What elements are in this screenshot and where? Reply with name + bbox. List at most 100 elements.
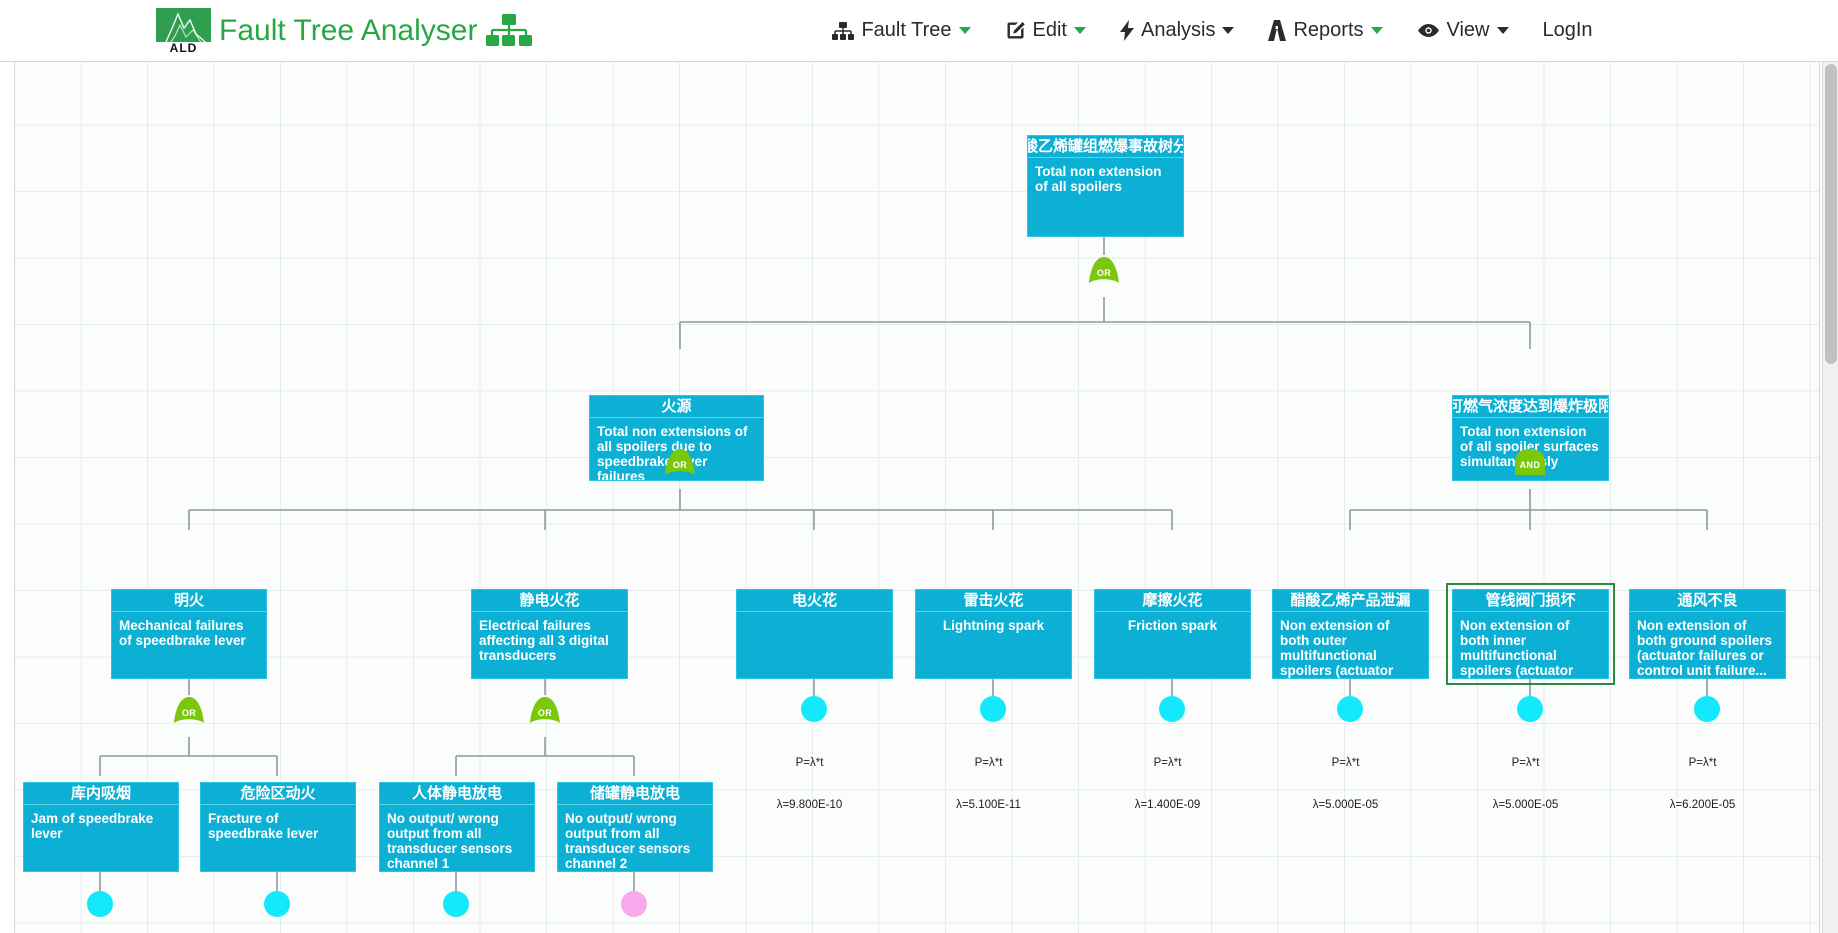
chevron-down-icon [1073, 27, 1086, 34]
basic-event-label: P=λ*T λ=2.000E-08 T=1000h [555, 923, 712, 933]
gate-or-l2-left[interactable]: OR [663, 447, 697, 477]
basic-event-label: P=λ*t λ=6.200E-05 [1669, 757, 1736, 811]
ald-logo-icon: ALD [156, 7, 211, 54]
node-l3-8[interactable]: 通风不良 Non extension of both ground spoile… [1629, 589, 1786, 679]
main-menu: Fault Tree Edit Analysis [832, 19, 1593, 42]
basic-event-label: P=λ*t λ=1.400E-09 [1134, 757, 1201, 811]
basic-event-label: P=λ*t λ=5.000E-05 [1312, 757, 1379, 811]
top-navbar: ALD Fault Tree Analyser [0, 0, 1838, 62]
node-top[interactable]: 醋酸乙烯罐组燃爆事故树分析 Total non extension of all… [1027, 135, 1184, 237]
node-body: Non extension of both ground spoilers (a… [1637, 618, 1772, 678]
menu-analysis-label: Analysis [1140, 19, 1216, 41]
basic-event-l4-2[interactable] [264, 891, 290, 917]
node-body: Total non extension of all spoilers [1035, 164, 1162, 194]
node-title: 人体静电放电 [380, 783, 534, 805]
node-body: No output/ wrong output from all transdu… [387, 811, 513, 871]
gate-label: OR [1096, 267, 1112, 278]
node-title: 明火 [112, 590, 266, 612]
eye-icon [1417, 23, 1440, 38]
sitemap-icon [832, 21, 855, 40]
node-title: 储罐静电放电 [558, 783, 712, 805]
node-body: No output/ wrong output from all transdu… [565, 811, 691, 871]
node-title: 摩擦火花 [1095, 590, 1250, 612]
node-title: 静电火花 [472, 590, 627, 612]
node-body: Non extension of both outer multifunctio… [1280, 618, 1394, 678]
node-l4-3[interactable]: 人体静电放电 No output/ wrong output from all … [379, 782, 535, 872]
node-title: 可燃气浓度达到爆炸极限 [1453, 396, 1608, 418]
gate-label: AND [1519, 459, 1541, 470]
node-l4-2[interactable]: 危险区动火 Fracture of speedbrake lever [200, 782, 356, 872]
node-body: Friction spark [1127, 618, 1218, 633]
node-l3-1[interactable]: 明火 Mechanical failures of speedbrake lev… [111, 589, 267, 679]
node-body: Electrical failures affecting all 3 digi… [479, 618, 609, 663]
basic-event-label: P=λ*t λ=1.500E-09 [198, 923, 355, 933]
gate-or-top[interactable]: OR [1087, 255, 1121, 285]
basic-event-l4-1[interactable] [87, 891, 113, 917]
node-title: 醋酸乙烯产品泄漏 [1273, 590, 1428, 612]
node-body [737, 612, 892, 678]
basic-event-label: P=λ*t λ=2.000E-08 [377, 923, 534, 933]
menu-reports[interactable]: Reports [1268, 19, 1383, 42]
basic-event-label: P=λ*t λ=1.200E-09 [21, 923, 178, 933]
node-title: 雷击火花 [916, 590, 1071, 612]
node-body: Mechanical failures of speedbrake lever [119, 618, 246, 648]
basic-event-l3-8[interactable] [1694, 696, 1720, 722]
menu-login[interactable]: LogIn [1543, 19, 1593, 42]
lightning-bolt-icon [1119, 20, 1134, 41]
menu-edit[interactable]: Edit [1005, 19, 1086, 42]
scrollbar-thumb[interactable] [1825, 64, 1837, 364]
basic-event-l3-6[interactable] [1337, 696, 1363, 722]
node-l3-7[interactable]: 管线阀门损坏 Non extension of both inner multi… [1446, 583, 1615, 685]
node-title: 库内吸烟 [24, 783, 178, 805]
basic-event-l4-4[interactable] [621, 891, 647, 917]
tree-structure-icon [486, 13, 533, 48]
edit-pencil-icon [1005, 20, 1026, 41]
menu-fault-tree-label: Fault Tree [861, 19, 952, 41]
gate-or-l3-1[interactable]: OR [172, 695, 206, 725]
gate-label: OR [181, 707, 197, 718]
fault-tree-canvas[interactable]: 醋酸乙烯罐组燃爆事故树分析 Total non extension of all… [0, 62, 1838, 933]
node-l4-1[interactable]: 库内吸烟 Jam of speedbrake lever [23, 782, 179, 872]
node-body: Lightning spark [942, 618, 1045, 633]
node-title: 醋酸乙烯罐组燃爆事故树分析 [1028, 136, 1183, 158]
node-title: 火源 [590, 396, 763, 418]
node-l4-4[interactable]: 储罐静电放电 No output/ wrong output from all … [557, 782, 713, 872]
gate-label: OR [672, 459, 688, 470]
brand-title: Fault Tree Analyser [219, 13, 478, 47]
node-body: Jam of speedbrake lever [31, 811, 154, 841]
menu-view[interactable]: View [1417, 19, 1509, 42]
report-road-icon [1268, 20, 1287, 41]
node-l3-4[interactable]: 雷击火花 Lightning spark [915, 589, 1072, 679]
gate-and-l2-right[interactable]: AND [1513, 447, 1547, 477]
menu-login-label: LogIn [1542, 19, 1593, 41]
ald-logo-label: ALD [156, 41, 211, 54]
vertical-scrollbar[interactable] [1822, 62, 1838, 933]
gate-label: OR [537, 707, 553, 718]
node-l3-5[interactable]: 摩擦火花 Friction spark [1094, 589, 1251, 679]
basic-event-l4-3[interactable] [443, 891, 469, 917]
menu-fault-tree[interactable]: Fault Tree [832, 19, 971, 42]
menu-edit-label: Edit [1032, 19, 1067, 41]
node-l3-2[interactable]: 静电火花 Electrical failures affecting all 3… [471, 589, 628, 679]
menu-view-label: View [1446, 19, 1490, 41]
basic-event-label: P=λ*t λ=5.100E-11 [956, 757, 1021, 811]
chevron-down-icon [1496, 27, 1509, 34]
menu-reports-label: Reports [1293, 19, 1364, 41]
brand[interactable]: ALD Fault Tree Analyser [156, 0, 533, 62]
basic-event-l3-5[interactable] [1159, 696, 1185, 722]
chevron-down-icon [958, 27, 971, 34]
node-body: Non extension of both inner multifunctio… [1460, 618, 1574, 678]
node-l2-right[interactable]: 可燃气浓度达到爆炸极限 Total non extension of all s… [1452, 395, 1609, 481]
basic-event-l3-3[interactable] [801, 696, 827, 722]
menu-analysis[interactable]: Analysis [1119, 19, 1235, 42]
node-title: 危险区动火 [201, 783, 355, 805]
node-l3-6[interactable]: 醋酸乙烯产品泄漏 Non extension of both outer mul… [1272, 589, 1429, 679]
basic-event-l3-7[interactable] [1517, 696, 1543, 722]
basic-event-l3-4[interactable] [980, 696, 1006, 722]
node-title: 管线阀门损坏 [1453, 590, 1608, 612]
chevron-down-icon [1370, 27, 1383, 34]
node-title: 通风不良 [1630, 590, 1785, 612]
gate-or-l3-2[interactable]: OR [528, 695, 562, 725]
node-l3-3[interactable]: 电火花 [736, 589, 893, 679]
basic-event-label: P=λ*t λ=5.000E-05 [1492, 757, 1559, 811]
